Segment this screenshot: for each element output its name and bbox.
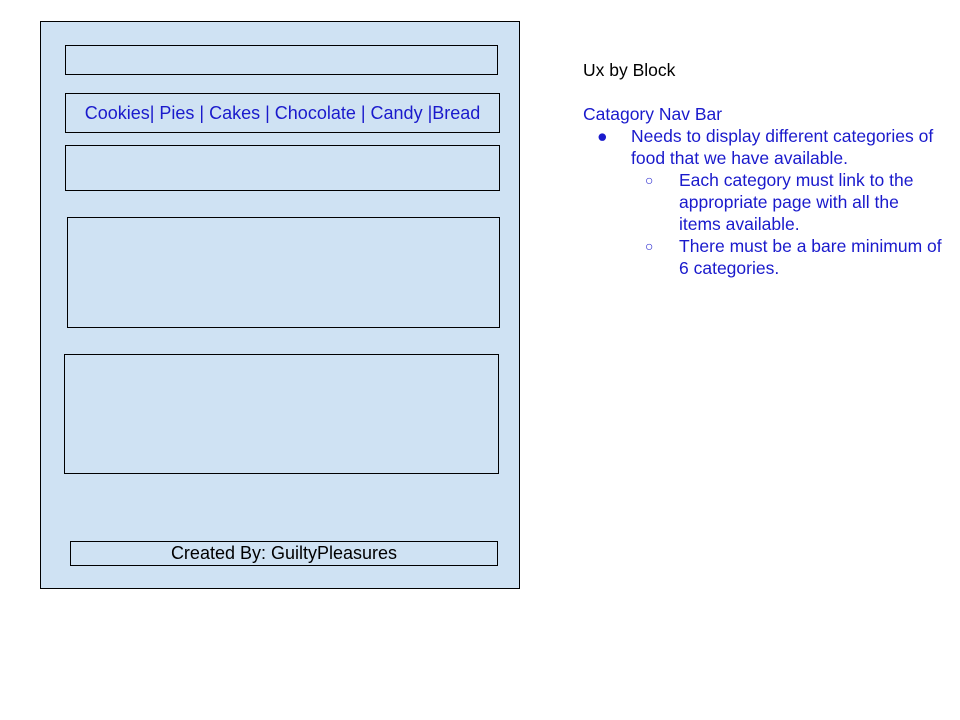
category-nav-bar: Cookies| Pies | Cakes | Chocolate | Cand…	[65, 93, 500, 133]
content-block-2	[67, 217, 500, 328]
hollow-bullet-icon: ○	[645, 238, 654, 254]
category-nav-text[interactable]: Cookies| Pies | Cakes | Chocolate | Cand…	[84, 102, 481, 123]
footer-block: Created By: GuiltyPleasures	[70, 541, 498, 566]
filled-bullet-icon: ●	[597, 126, 608, 146]
content-block-1	[65, 145, 500, 191]
sub-bullet-item: ○ There must be a bare minimum of 6 cate…	[583, 235, 943, 279]
notes-subheading: Catagory Nav Bar	[583, 104, 723, 124]
wireframe-page: Cookies| Pies | Cakes | Chocolate | Cand…	[40, 21, 520, 589]
sub-bullet-item: ○ Each category must link to the appropr…	[583, 169, 943, 235]
bullet-item: ● Needs to display different categories …	[583, 125, 943, 169]
notes-heading: Ux by Block	[583, 60, 676, 80]
footer-credit: Created By: GuiltyPleasures	[170, 543, 398, 563]
hollow-bullet-icon: ○	[645, 172, 654, 188]
sub-bullet-text: There must be a bare minimum of 6 catego…	[679, 236, 942, 278]
content-block-3	[64, 354, 499, 474]
header-block	[65, 45, 498, 75]
sub-bullet-text: Each category must link to the appropria…	[679, 170, 914, 234]
ux-notes: Ux by Block Catagory Nav Bar ● Needs to …	[583, 59, 943, 279]
notes-bullet-list: ● Needs to display different categories …	[583, 125, 943, 279]
bullet-text: Needs to display different categories of…	[631, 126, 934, 168]
